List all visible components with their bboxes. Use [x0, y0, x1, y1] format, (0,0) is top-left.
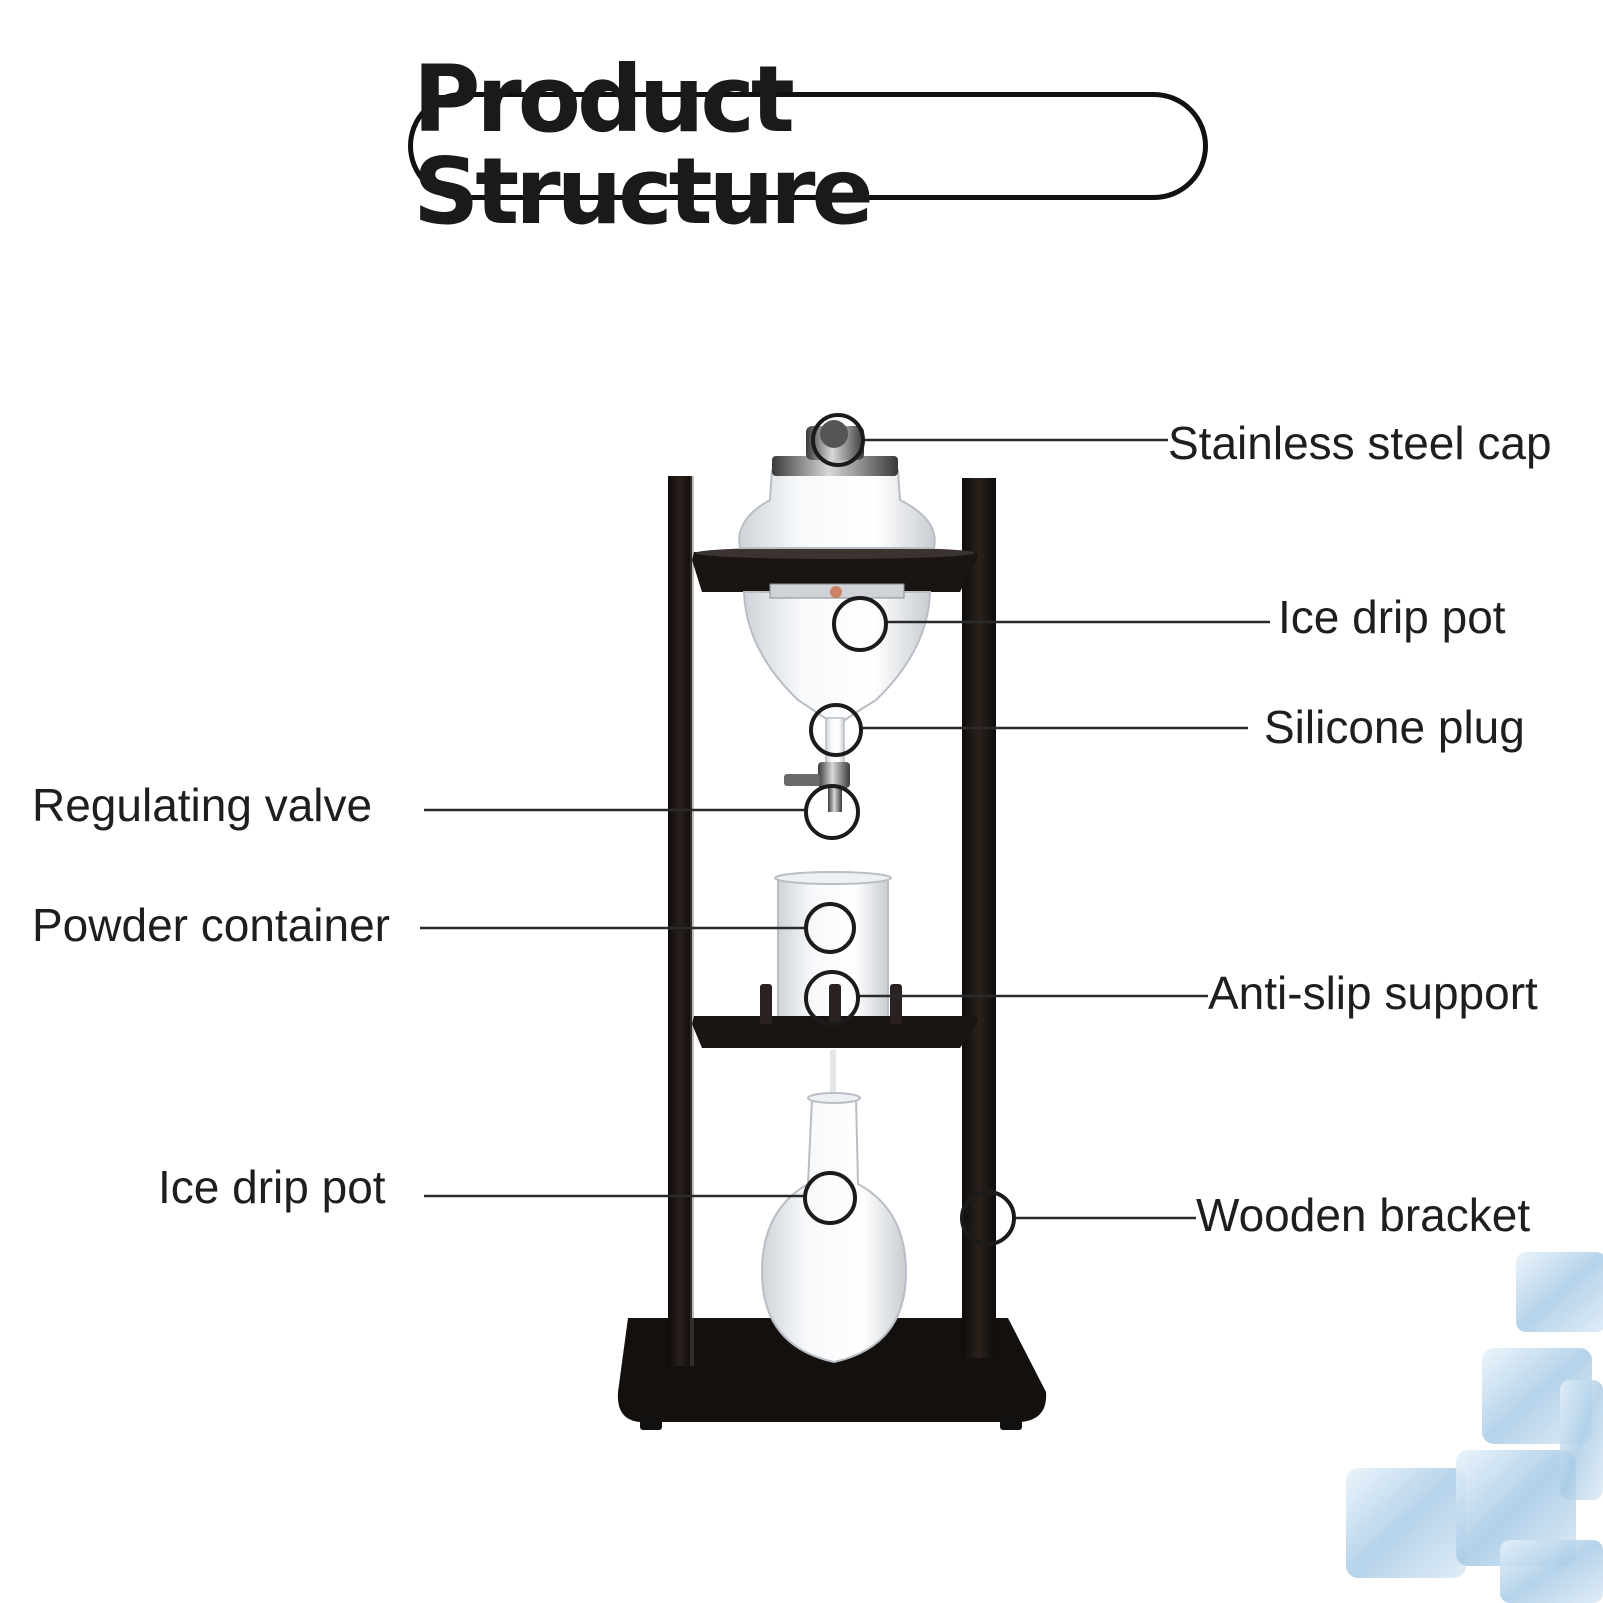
stainless-steel-cap	[772, 420, 898, 476]
label-powder-container: Powder container	[32, 899, 390, 951]
label-anti-slip-support: Anti-slip support	[1208, 967, 1538, 1019]
ice-cubes-decoration	[1346, 1252, 1603, 1603]
wooden-bracket-posts	[668, 476, 996, 1366]
top-tray	[692, 547, 978, 592]
label-ice-drip-pot-top: Ice drip pot	[1278, 591, 1506, 643]
label-silicone-plug: Silicone plug	[1264, 701, 1525, 753]
label-wooden-bracket: Wooden bracket	[1196, 1189, 1531, 1241]
callout-circles	[803, 413, 1016, 1246]
title-badge: Product Structure	[408, 54, 1208, 238]
callout-lines	[420, 438, 1270, 1220]
middle-tray	[692, 984, 978, 1048]
label-ice-drip-pot-bottom: Ice drip pot	[158, 1161, 386, 1213]
wooden-base	[617, 1318, 1047, 1430]
drip-stream	[830, 1050, 836, 1092]
ice-drip-pot-top	[738, 469, 936, 721]
page-title: Product Structure	[413, 46, 874, 245]
label-stainless-steel-cap: Stainless steel cap	[1168, 417, 1552, 469]
label-regulating-valve: Regulating valve	[32, 779, 373, 831]
regulating-valve-assembly	[784, 717, 850, 812]
ice-drip-pot-bottom	[760, 1092, 908, 1364]
